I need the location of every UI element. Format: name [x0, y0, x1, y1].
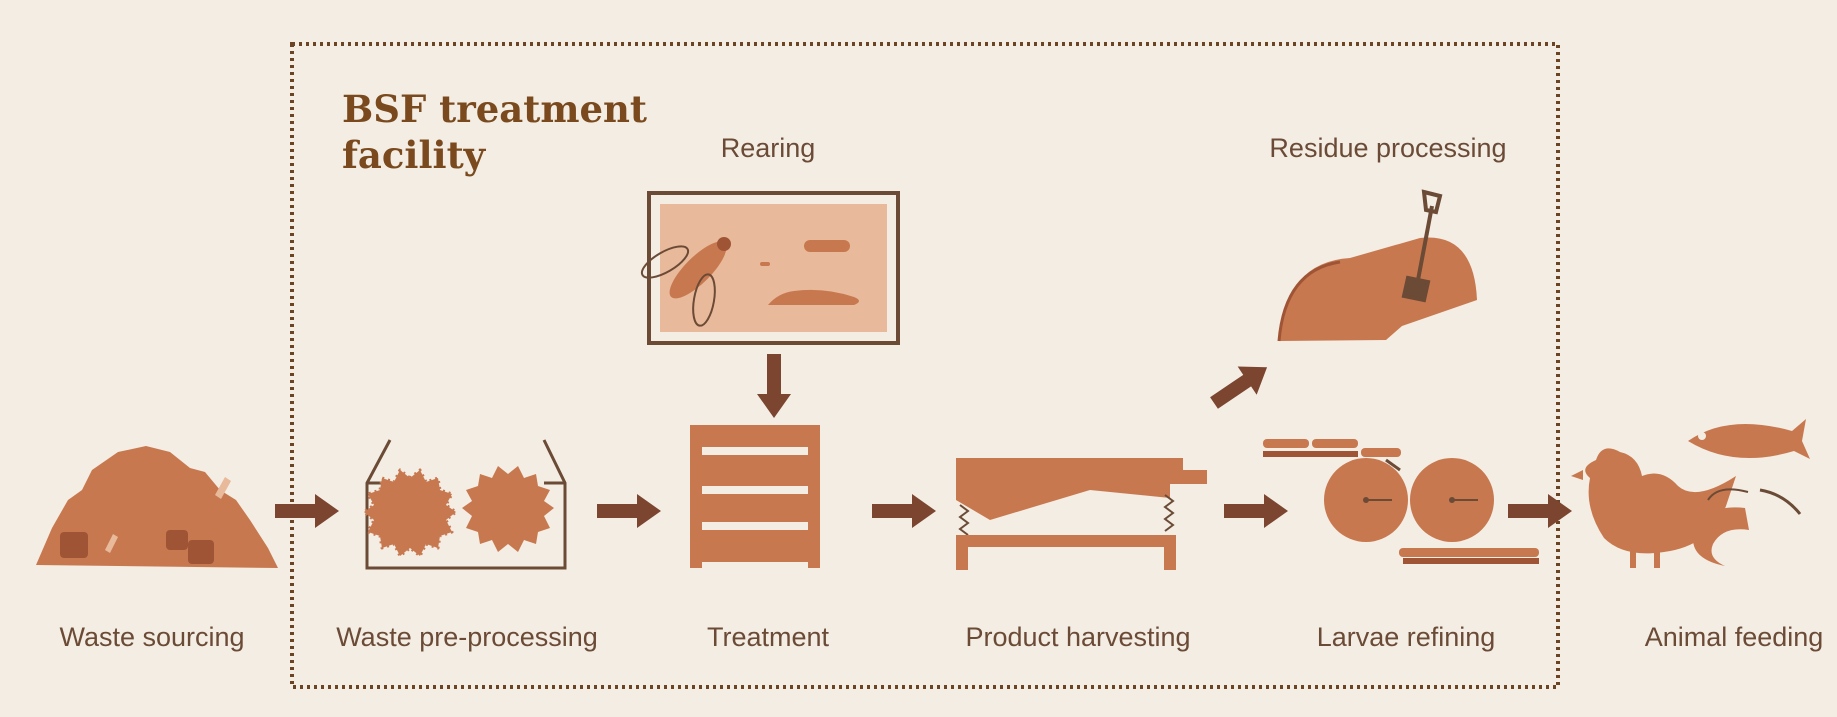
label-larvae-refining: Larvae refining: [1316, 622, 1496, 652]
label-residue-processing: Residue processing: [1269, 133, 1507, 163]
larva-icon: [760, 240, 859, 305]
compost-heap-icon: [1277, 237, 1477, 342]
sieve-icon: [956, 458, 1207, 570]
label-product-harvesting: Product harvesting: [965, 622, 1191, 652]
label-animal-feeding: Animal feeding: [1644, 622, 1824, 652]
waste-pile-icon: [36, 446, 278, 568]
shovel-icon: [1401, 189, 1443, 303]
roller-press-icon: [1263, 439, 1539, 564]
label-treatment: Treatment: [706, 622, 830, 652]
facility-boundary: [290, 42, 1560, 689]
crusher-icon: [362, 439, 567, 570]
label-rearing: Rearing: [720, 133, 816, 163]
rearing-box: [640, 191, 900, 345]
fish-icon: [1688, 419, 1810, 459]
fly-icon: [640, 237, 731, 327]
label-waste-pre-processing: Waste pre-processing: [336, 622, 598, 652]
treatment-rack-icon: [690, 425, 820, 568]
label-waste-sourcing: Waste sourcing: [59, 622, 245, 652]
facility-title: BSF treatment facility: [342, 87, 648, 177]
shrimp-icon: [1693, 488, 1802, 566]
